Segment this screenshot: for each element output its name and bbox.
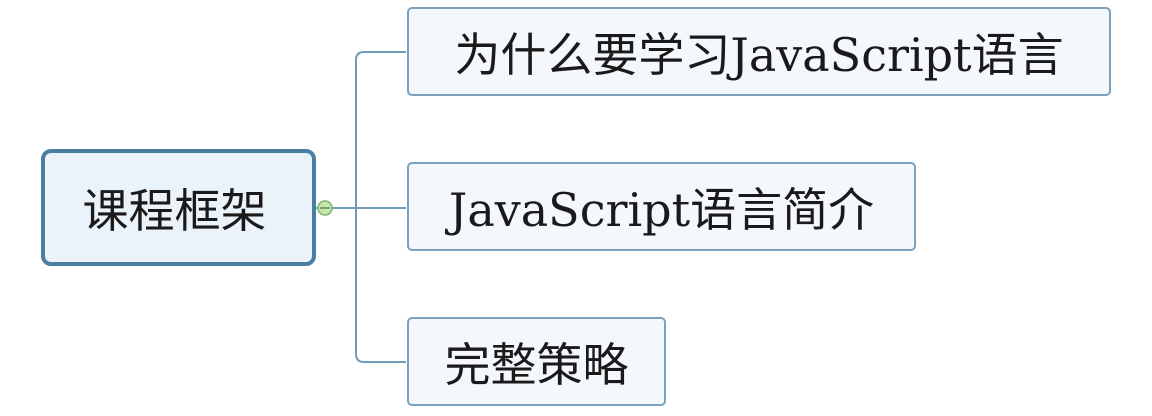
root-topic[interactable]: 课程框架 — [41, 149, 316, 266]
subtopic-label: 为什么要学习JavaScript语言 — [454, 27, 1064, 82]
subtopic-label: JavaScript语言简介 — [448, 182, 875, 237]
subtopic-javascript-intro[interactable]: JavaScript语言简介 — [407, 162, 916, 251]
subtopic-why-learn-javascript[interactable]: 为什么要学习JavaScript语言 — [407, 7, 1111, 96]
subtopic-complete-strategy[interactable]: 完整策略 — [407, 317, 666, 406]
collapse-toggle[interactable] — [317, 200, 333, 216]
subtopic-label: 完整策略 — [444, 337, 629, 392]
root-topic-label: 课程框架 — [82, 183, 267, 238]
